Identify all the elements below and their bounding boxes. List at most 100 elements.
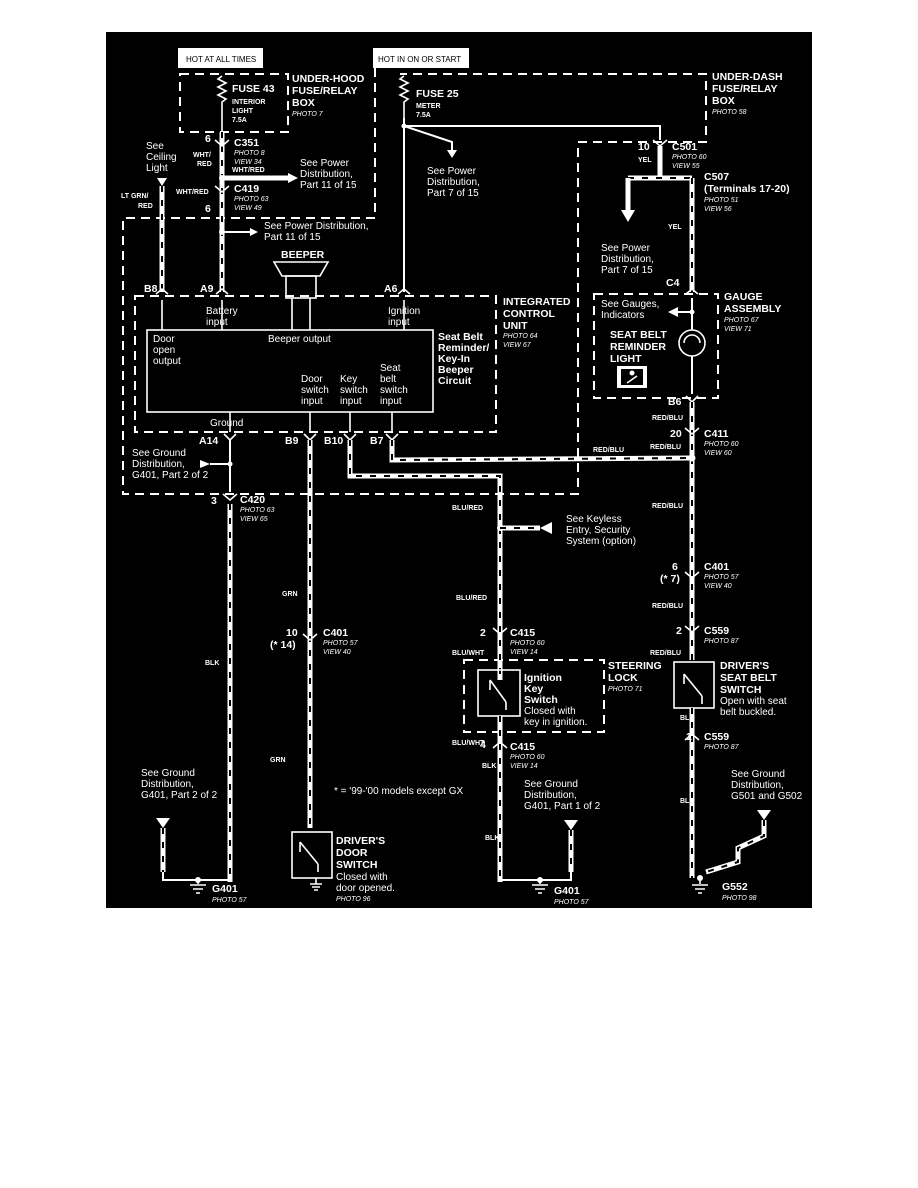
c401a-pin: 10	[286, 627, 298, 639]
gauge-title-2: ASSEMBLY	[724, 303, 781, 315]
hot-at-all-times-label: HOT AT ALL TIMES	[186, 55, 256, 64]
circuit-5: Circuit	[438, 375, 472, 387]
g552-photo: PHOTO 98	[722, 895, 757, 902]
door-output-2: open	[153, 345, 175, 356]
pin-a9: A9	[200, 283, 214, 295]
seat-input-3: switch	[380, 385, 408, 396]
beeper-body	[285, 275, 317, 299]
fuse-25-label: FUSE 25	[416, 88, 459, 100]
door-switch-name-2: DOOR	[336, 847, 368, 859]
c420-view: VIEW 65	[240, 516, 268, 523]
c411-view: VIEW 60	[704, 450, 732, 457]
c419-name: C419	[234, 183, 259, 195]
door-switch-photo: PHOTO 96	[336, 896, 371, 903]
seat-switch-contacts	[683, 673, 703, 704]
keyless-2: Entry, Security	[566, 525, 630, 536]
power-11b-2: Part 11 of 15	[264, 232, 321, 243]
ground-left-2: Distribution,	[141, 779, 194, 790]
reminder-light-3: LIGHT	[610, 353, 642, 365]
g401b-photo: PHOTO 57	[554, 899, 590, 906]
underdash-box-title-3: BOX	[712, 95, 735, 107]
ground-left-1: See Ground	[141, 768, 195, 779]
seat-input-2: belt	[380, 374, 396, 385]
wire-fuse25-power	[403, 125, 453, 150]
lt-grn-red-2: RED	[138, 203, 153, 210]
ground-ctrl-2: Distribution,	[132, 459, 185, 470]
hot-in-on-or-start-label: HOT IN ON OR START	[378, 55, 461, 64]
c415b-symbol	[492, 740, 508, 749]
beeper-horn	[272, 261, 330, 277]
door-output-3: output	[153, 356, 181, 367]
door-output-1: Door	[153, 334, 175, 345]
control-unit-photo: PHOTO 64	[503, 333, 538, 340]
ground-mid-3: G401, Part 1 of 2	[524, 801, 601, 812]
c351-pin: 6	[205, 133, 211, 145]
control-unit-title-1: INTEGRATED	[503, 296, 571, 308]
key-input-1: Key	[340, 374, 357, 385]
g401a-ground-icon	[190, 880, 206, 894]
ignition-switch-name-2: Key	[524, 683, 543, 695]
grn-2: GRN	[270, 757, 286, 764]
c401a-name: C401	[323, 627, 348, 639]
fuse-43-symbol	[216, 75, 228, 132]
arrow-gauges	[668, 307, 678, 317]
ignition-switch-name-1: Ignition	[524, 672, 562, 684]
c559a-name: C559	[704, 625, 729, 637]
c419-symbol	[214, 185, 230, 194]
power-7b-3: Part 7 of 15	[601, 265, 653, 276]
ground-mid-arrow	[564, 820, 578, 830]
pin-b7: B7	[370, 435, 384, 447]
c420-name: C420	[240, 494, 265, 506]
c4-terminal	[685, 287, 699, 295]
junction-g552	[697, 875, 703, 881]
ceiling-ref-2: Ceiling	[146, 152, 177, 163]
hot-in-on-or-start-box	[373, 48, 469, 68]
pin-b8: B8	[144, 283, 158, 295]
keyless-3: System (option)	[566, 536, 636, 547]
seat-switch-name-3: SWITCH	[720, 684, 761, 696]
arrow-power-11a	[288, 173, 298, 183]
blk-2: BLK	[482, 763, 496, 770]
gauges-ref-2: Indicators	[601, 310, 644, 321]
ceiling-ref-3: Light	[146, 163, 168, 174]
control-unit-inner-box	[146, 329, 434, 413]
grn-1: GRN	[282, 591, 298, 598]
c559b-symbol	[684, 732, 700, 741]
g401a-photo: PHOTO 57	[212, 897, 248, 904]
control-unit-title-2: CONTROL	[503, 308, 555, 320]
power-11b-1: See Power Distribution,	[264, 221, 369, 232]
c559a-symbol	[684, 625, 700, 634]
ignition-switch-contacts	[489, 679, 507, 710]
c420-photo: PHOTO 63	[240, 507, 275, 514]
power-7a-1: See Power	[427, 166, 477, 177]
red-blu-1: RED/BLU	[652, 415, 683, 422]
ignition-input-2: input	[388, 317, 410, 328]
power-7b-2: Distribution,	[601, 254, 654, 265]
ignition-switch-name-3: Switch	[524, 694, 558, 706]
footnote: * = '99-'00 models except GX	[334, 786, 463, 797]
blu-wht-2: BLU/WHT	[452, 740, 485, 747]
red-blu-6: RED/BLU	[650, 650, 681, 657]
c559a-photo: PHOTO 87	[704, 638, 740, 645]
c401a-photo: PHOTO 57	[323, 640, 359, 647]
ground-label: Ground	[210, 418, 243, 429]
c420-symbol	[222, 493, 238, 502]
g401b-name: G401	[554, 885, 580, 897]
ground-right-1: See Ground	[731, 769, 785, 780]
door-switch-ground-icon	[310, 878, 322, 891]
red-blu-4: RED/BLU	[652, 503, 683, 510]
c351-name: C351	[234, 137, 259, 149]
keyless-1: See Keyless	[566, 514, 622, 525]
door-input-2: switch	[301, 385, 329, 396]
c559b-name: C559	[704, 731, 729, 743]
c351-photo: PHOTO 8	[234, 150, 265, 157]
red-blu-5: RED/BLU	[652, 603, 683, 610]
c507-view: VIEW 56	[704, 206, 732, 213]
beeper-label: BEEPER	[281, 249, 325, 261]
arrow-power-11b	[250, 228, 258, 236]
g401a-name: G401	[212, 883, 238, 895]
seat-switch-name-2: SEAT BELT	[720, 672, 777, 684]
c401a-view: VIEW 40	[323, 649, 351, 656]
fuse-43-label: FUSE 43	[232, 83, 275, 95]
